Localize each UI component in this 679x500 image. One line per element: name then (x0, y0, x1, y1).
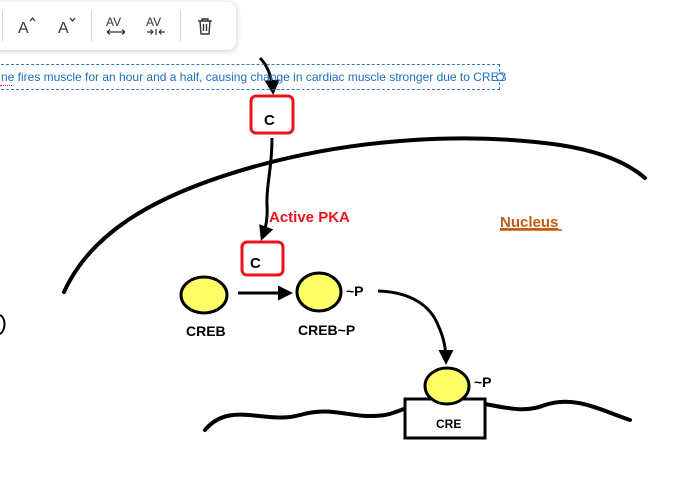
svg-text:AV: AV (106, 15, 121, 29)
spellcheck-underline (0, 82, 12, 86)
decrease-font-size-button[interactable]: A (47, 6, 87, 46)
partial-shape-left (0, 314, 6, 335)
creb-circle[interactable] (179, 275, 229, 315)
svg-text:AV: AV (146, 15, 161, 29)
creb-p-circle[interactable] (295, 271, 343, 313)
bound-creb-circle[interactable] (423, 366, 471, 406)
arrow-crebp-to-cre (377, 289, 454, 365)
expand-character-spacing-button[interactable]: AV (96, 6, 136, 46)
creb-p-label: CREB~P (298, 322, 355, 338)
cell-membrane (62, 136, 647, 294)
c-top-box[interactable] (249, 94, 295, 135)
cre-box[interactable] (403, 397, 487, 440)
increase-font-size-button[interactable]: A (7, 6, 47, 46)
p-mark-1: ~P (346, 283, 364, 299)
active-pka-label: Active PKA (269, 209, 350, 226)
toolbar-divider (91, 11, 92, 41)
svg-text:A: A (18, 20, 29, 37)
c-top-label: C (264, 112, 275, 129)
char-spacing-expand-icon: AV (106, 15, 126, 35)
p-mark-2: ~P (474, 374, 492, 390)
condense-character-spacing-button[interactable]: AV (136, 6, 176, 46)
trash-icon (198, 18, 212, 35)
c-mid-label: C (250, 255, 261, 272)
creb-label: CREB (186, 323, 226, 339)
arrow-c-top-to-c-mid (259, 137, 274, 241)
c-mid-box[interactable] (240, 240, 285, 277)
char-spacing-condense-icon: AV (146, 15, 165, 35)
svg-text:A: A (58, 20, 69, 37)
cre-label: CRE (436, 417, 461, 431)
delete-button[interactable] (185, 6, 225, 46)
toolbar-divider (2, 11, 3, 41)
arrow-into-c-top (258, 56, 280, 95)
nucleus-label: Nucleus (500, 214, 558, 231)
format-toolbar: A A AV AV (0, 2, 236, 50)
toolbar-divider (180, 11, 181, 41)
font-increase-icon: A (18, 16, 36, 37)
selected-text-box[interactable]: ne fires muscle for an hour and a half, … (0, 64, 507, 90)
resize-handle[interactable] (496, 73, 504, 81)
text-box-content: ne fires muscle for an hour and a half, … (1, 70, 507, 84)
font-decrease-icon: A (58, 17, 76, 37)
